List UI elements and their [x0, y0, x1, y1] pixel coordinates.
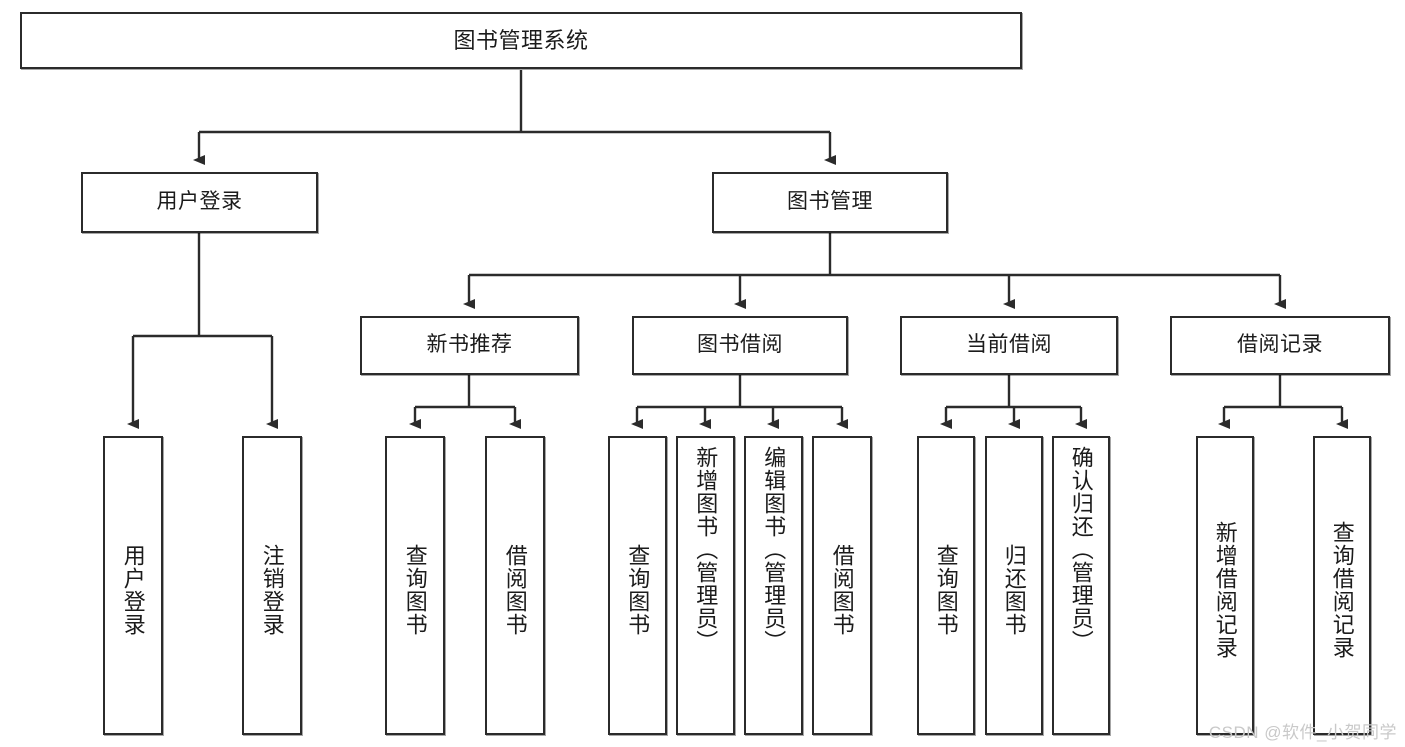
leaf-current-borrow-confirm-return[interactable]: 确认归还（管理员） — [1052, 436, 1110, 735]
leaf-new-book-borrow[interactable]: 借阅图书 — [485, 436, 545, 735]
node-label: 图书借阅 — [697, 333, 783, 357]
leaf-borrow-record-query[interactable]: 查询借阅记录 — [1313, 436, 1371, 735]
node-label: 查询图书 — [625, 543, 651, 636]
node-label: 当前借阅 — [966, 333, 1052, 357]
leaf-book-borrow-borrow[interactable]: 借阅图书 — [812, 436, 872, 735]
node-label: 图书管理 — [787, 190, 873, 214]
node-book-management[interactable]: 图书管理 — [712, 172, 948, 233]
node-root-book-management-system[interactable]: 图书管理系统 — [20, 12, 1022, 69]
node-label: 查询借阅记录 — [1329, 520, 1355, 659]
node-label: 新增借阅记录 — [1212, 520, 1238, 659]
node-label: 新书推荐 — [426, 333, 513, 357]
node-label: 编辑图书（管理员） — [761, 446, 787, 653]
node-label: 查询图书 — [402, 543, 428, 636]
node-label: 确认归还（管理员） — [1068, 446, 1094, 653]
node-book-borrow[interactable]: 图书借阅 — [632, 316, 848, 375]
node-label: 借阅图书 — [829, 543, 855, 636]
node-current-borrow[interactable]: 当前借阅 — [900, 316, 1118, 375]
leaf-book-borrow-query[interactable]: 查询图书 — [608, 436, 667, 735]
node-label: 查询图书 — [933, 543, 959, 636]
node-borrow-record[interactable]: 借阅记录 — [1170, 316, 1390, 375]
node-user-login[interactable]: 用户登录 — [81, 172, 318, 233]
node-label: 归还图书 — [1001, 543, 1027, 636]
csdn-watermark: CSDN @软件_小贺同学 — [1208, 723, 1397, 742]
node-label: 注销登录 — [259, 543, 285, 636]
leaf-book-borrow-edit[interactable]: 编辑图书（管理员） — [744, 436, 803, 735]
leaf-book-borrow-add[interactable]: 新增图书（管理员） — [676, 436, 735, 735]
leaf-new-book-query[interactable]: 查询图书 — [385, 436, 445, 735]
node-label: 借阅图书 — [502, 543, 528, 636]
node-label: 图书管理系统 — [453, 27, 589, 53]
node-label: 用户登录 — [156, 190, 243, 214]
leaf-borrow-record-add[interactable]: 新增借阅记录 — [1196, 436, 1254, 735]
node-label: 借阅记录 — [1237, 333, 1323, 357]
leaf-current-borrow-query[interactable]: 查询图书 — [917, 436, 975, 735]
node-new-book-recommend[interactable]: 新书推荐 — [360, 316, 579, 375]
leaf-user-login-logout[interactable]: 注销登录 — [242, 436, 302, 735]
leaf-user-login-login[interactable]: 用户登录 — [103, 436, 163, 735]
node-label: 用户登录 — [120, 543, 146, 636]
node-label: 新增图书（管理员） — [693, 446, 719, 653]
leaf-current-borrow-return[interactable]: 归还图书 — [985, 436, 1043, 735]
